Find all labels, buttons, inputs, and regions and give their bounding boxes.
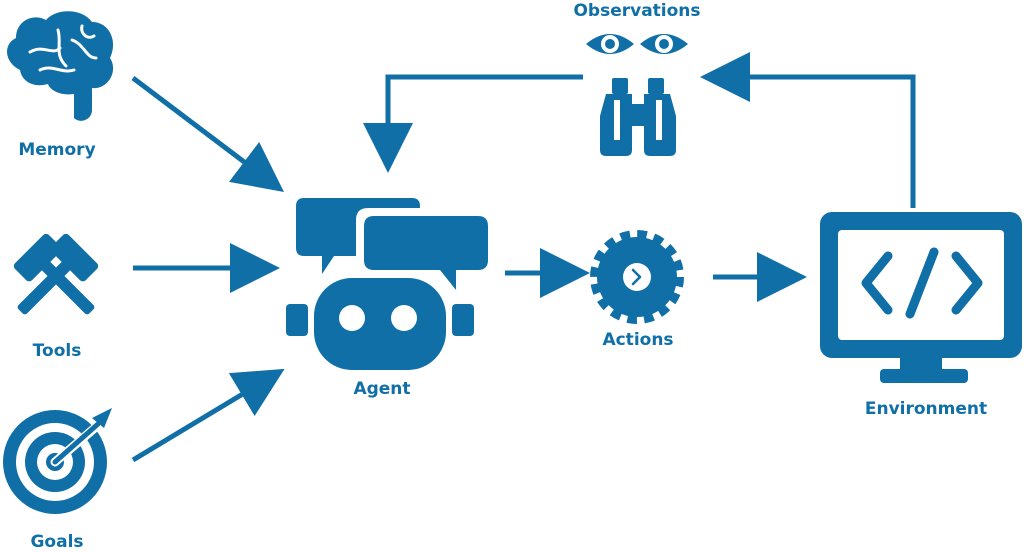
binoculars-icon [600,78,676,156]
monitor-code-icon [820,212,1022,383]
target-icon [3,408,112,514]
memory-label: Memory [18,140,96,160]
robot-chat-icon [286,198,496,370]
edge-observations-agent [363,74,583,173]
gear-icon [590,230,684,324]
eyes-icon [586,34,688,54]
edge-goals-agent [131,368,285,463]
brain-icon [7,11,114,121]
observations-label: Observations [573,1,701,21]
tools-label: Tools [32,341,82,361]
hammers-icon [13,233,99,315]
agent-label: Agent [353,379,411,399]
edges [131,52,916,463]
goals-label: Goals [30,532,84,552]
environment-label: Environment [864,399,988,419]
edge-environment-observations [700,52,916,208]
actions-label: Actions [602,330,674,350]
edge-memory-agent [131,76,284,193]
